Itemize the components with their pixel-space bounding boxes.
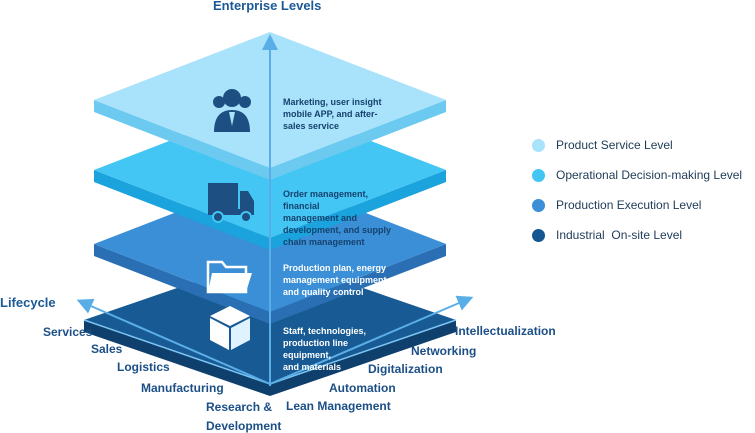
legend-swatch xyxy=(532,228,545,242)
truck-icon xyxy=(208,183,254,223)
users-icon xyxy=(213,89,251,132)
lifecycle-label-development: Development xyxy=(206,419,282,433)
box-icon xyxy=(210,306,250,350)
lifecycle-label-sales: Sales xyxy=(91,342,123,356)
folder-icon xyxy=(206,260,252,294)
legend-item-product-service: Product Service Level xyxy=(532,137,742,153)
legend-item-production-execution: Production Execution Level xyxy=(532,197,742,213)
legend-swatch xyxy=(532,168,545,182)
axis-label-networking: Networking xyxy=(411,344,477,358)
legend-swatch xyxy=(532,198,545,212)
axis-label-digitalization: Digitalization xyxy=(368,362,443,376)
lifecycle-axis xyxy=(76,298,271,385)
axis-label-intellectualization: Intellectualization xyxy=(455,324,556,338)
axis-label-lean-management: Lean Management xyxy=(286,399,391,413)
enterprise-levels-title: Enterprise Levels xyxy=(213,0,322,13)
lifecycle-label-logistics: Logistics xyxy=(117,360,170,374)
desc-industrial-onsite: Staff, technologies, production line equ… xyxy=(283,326,367,372)
lifecycle-title: Lifecycle xyxy=(0,295,56,310)
axis-label-automation: Automation xyxy=(329,381,396,395)
lifecycle-label-services: Services xyxy=(43,325,93,339)
legend-item-operational-decision: Operational Decision-making Level xyxy=(532,167,742,183)
legend-item-industrial-onsite: Industrial On-site Level xyxy=(532,227,742,243)
desc-operational-decision: Order management, financial management a… xyxy=(283,189,392,247)
lifecycle-label-manufacturing: Manufacturing xyxy=(141,381,224,395)
legend: Product Service Level Operational Decisi… xyxy=(532,137,742,257)
capability-axis xyxy=(269,295,474,385)
desc-product-service: Marketing, user insight mobile APP, and … xyxy=(283,97,382,131)
legend-swatch xyxy=(532,138,545,152)
lifecycle-label-research: Research & xyxy=(206,400,273,414)
desc-production-execution: Production plan, energy management equip… xyxy=(283,263,387,297)
